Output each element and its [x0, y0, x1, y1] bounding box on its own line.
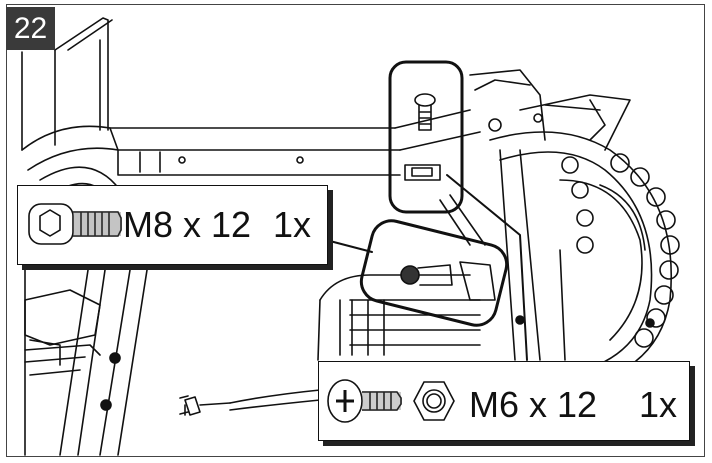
highlight-markers [325, 60, 528, 361]
phillips-screw-icon [327, 379, 402, 423]
gear-assembly [489, 131, 680, 381]
m8-size-label: M8 x 12 [123, 204, 252, 245]
illustration-frame [6, 4, 705, 457]
bolt-detail-top [404, 93, 441, 181]
m8-qty-label: 1x [273, 204, 312, 245]
upper-housing [21, 17, 113, 151]
wheel-hub [24, 289, 101, 376]
main-beam [21, 109, 481, 176]
motor [317, 274, 481, 361]
callout-m6-screw-nut: M6 x 12 1x [318, 361, 690, 441]
hex-nut-icon [413, 381, 455, 421]
callout-m8-screw: M8 x 12 1x [17, 185, 328, 265]
m6-qty-label: 1x [639, 384, 678, 425]
step-number: 22 [6, 7, 55, 50]
top-bracket [469, 69, 631, 151]
power-cord [179, 389, 321, 416]
m6-size-label: M6 x 12 [469, 384, 598, 425]
hex-socket-screw-icon [28, 203, 122, 245]
